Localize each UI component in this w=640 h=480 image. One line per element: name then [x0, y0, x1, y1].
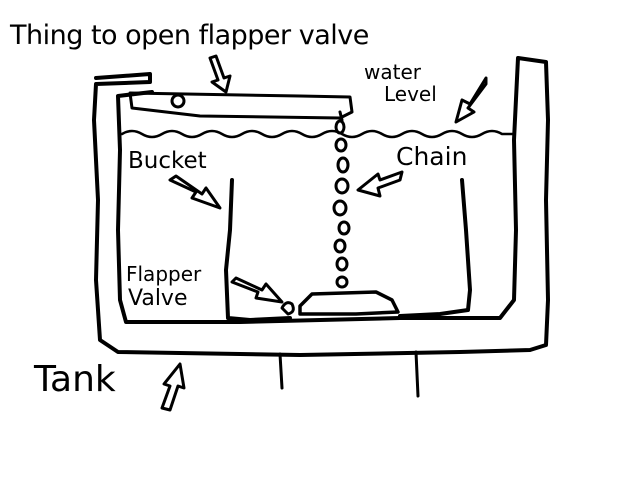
label-flapper-valve-line1: Flapper	[126, 262, 202, 286]
label-tank: Tank	[34, 359, 116, 400]
chain-link	[334, 137, 348, 153]
flush-lever	[128, 91, 354, 120]
bucket-left-wall	[224, 178, 292, 322]
chain-link	[332, 199, 348, 217]
water-level-line	[120, 129, 516, 139]
arrow-opener	[208, 54, 232, 94]
label-water-level-line2: Level	[384, 82, 437, 106]
tank-leg-right	[414, 350, 420, 398]
chain-link	[335, 256, 349, 272]
label-bucket: Bucket	[128, 148, 207, 174]
chain-link	[334, 119, 346, 135]
arrow-flapper	[230, 276, 284, 304]
arrow-tank	[160, 362, 186, 412]
arrow-chain	[356, 170, 404, 198]
chain-hook	[338, 110, 344, 122]
chain-link	[337, 220, 351, 236]
label-flapper-opener: Thing to open flapper valve	[10, 20, 369, 51]
chain-link	[336, 156, 350, 174]
lever-pivot	[170, 93, 186, 109]
label-water-level-line1: water	[364, 60, 421, 84]
chain	[332, 110, 351, 289]
arrow-water-level	[454, 76, 488, 124]
arrow-bucket	[168, 174, 222, 210]
chain-link	[335, 275, 349, 289]
flapper-valve	[298, 290, 400, 316]
label-chain: Chain	[396, 142, 468, 171]
flapper-valve-hinge	[280, 301, 295, 316]
tank-leg-left	[278, 352, 284, 390]
chain-link	[333, 238, 347, 254]
tank-outer-wall	[92, 56, 550, 357]
label-flapper-valve-line2: Valve	[128, 286, 188, 311]
bucket-right-wall	[398, 178, 472, 318]
chain-link	[334, 177, 350, 195]
